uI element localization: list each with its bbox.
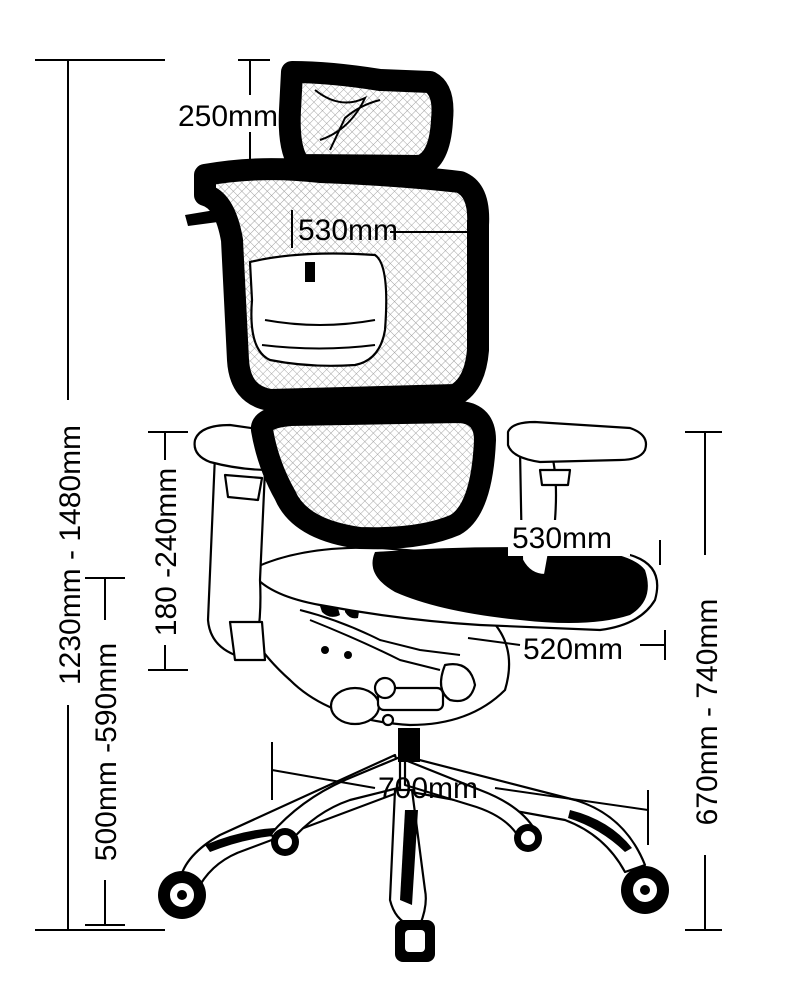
headrest (278, 61, 454, 177)
caster-back-right (514, 824, 542, 852)
backrest-upper-frame (185, 158, 490, 414)
chair-base (178, 728, 647, 927)
seat-height-label: 500mm -590mm (90, 643, 123, 861)
caster-front-center (395, 920, 435, 962)
backrest-width-label: 530mm (298, 214, 398, 247)
base-diameter-label: 700mm (378, 772, 478, 805)
office-chair-illustration (158, 61, 669, 962)
dimension-labels: 1230mm - 1480mm 500mm -590mm 250mm 530mm… (54, 100, 724, 861)
armrest-height-label: 670mm - 740mm (691, 599, 724, 826)
caster-back-left (271, 828, 299, 856)
seat-width-label: 530mm (512, 522, 612, 555)
dimension-lines (35, 59, 722, 931)
caster-front-left (158, 871, 206, 919)
headrest-height-label: 250mm (178, 100, 278, 133)
caster-front-right (621, 866, 669, 914)
overall-height-label: 1230mm - 1480mm (54, 425, 87, 685)
seat-width-label-bg (508, 520, 630, 556)
seat-depth-label: 520mm (523, 633, 623, 666)
backrest-lower-frame (250, 401, 496, 550)
caster-wheels (158, 824, 669, 962)
armrest-adjust-label: 180 -240mm (150, 468, 183, 636)
